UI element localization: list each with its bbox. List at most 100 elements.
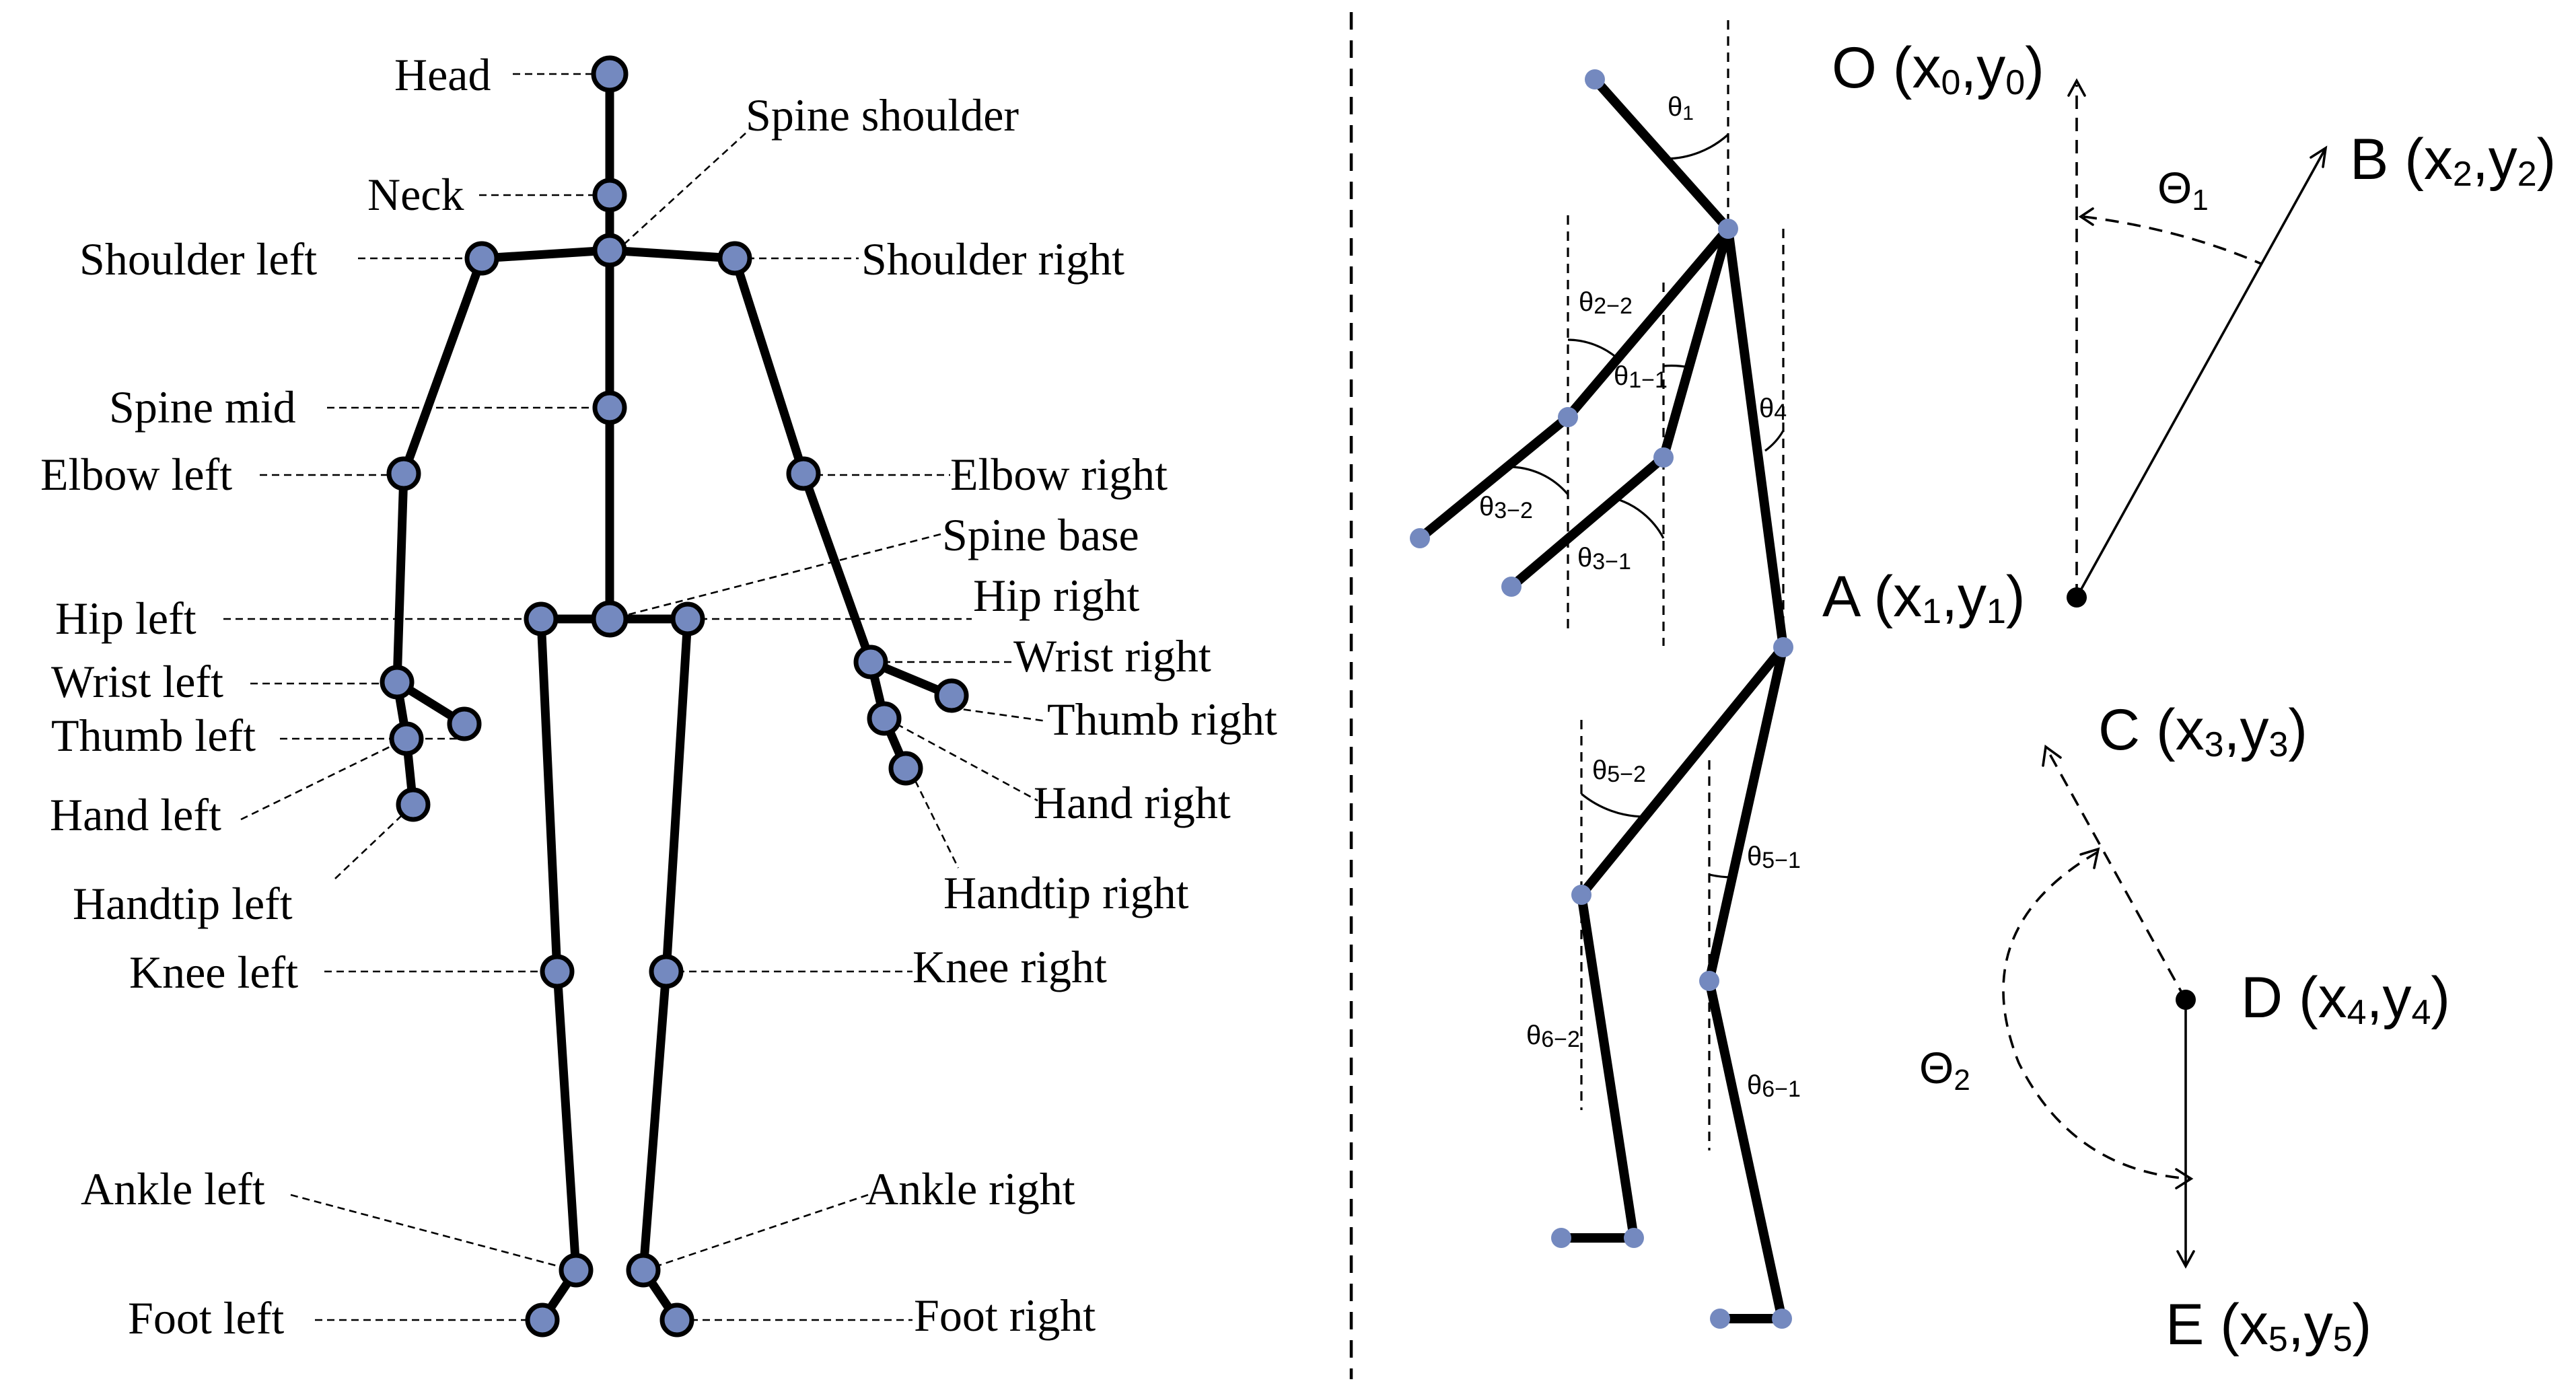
point-labels: O (x0,y0) B (x2,y2) A (x1,y1) C (x3,y3) … [1822,36,2556,1359]
side-skeleton-joints [1410,69,1793,1329]
side-bone-upperarm-front [1659,224,1733,462]
arrowhead-C [2042,744,2062,767]
point-D-dot [2176,990,2196,1010]
joint-elbow-right [786,456,821,491]
leader-lines [223,73,1048,1321]
bone-shoulder-right [605,246,740,263]
label-shoulder-right: Shoulder right [861,233,1124,285]
arrowhead-Theta2-end [2175,1168,2194,1189]
joint-wrist-left [380,665,415,700]
label-spine-shoulder: Spine shoulder [746,89,1019,141]
label-handtip-left: Handtip left [73,878,293,929]
side-bone-torso [1723,224,1788,652]
side-joint-ankle-front [1772,1309,1792,1329]
bone-shin-left [552,967,581,1275]
side-bone-upperarm-back [1563,224,1733,422]
label-ankle-right: Ankle right [865,1163,1075,1214]
label-neck: Neck [367,169,464,220]
side-bone-thigh-front [1705,643,1788,986]
vector-DC [2044,746,2187,1000]
joint-thumb-right [934,678,969,713]
label-theta2-2: θ2−2 [1579,287,1633,319]
joint-spine-shoulder [592,233,627,268]
arc-theta3-1 [1614,497,1665,539]
side-joint-ankle-back [1624,1228,1644,1248]
label-head: Head [394,49,491,100]
angle-definition-panel: θ1 θ2−2 θ1−1 θ4 θ3−2 θ3−1 θ5−2 θ5−1 θ6−2… [1410,20,2556,1359]
vector-diagrams [2002,78,2328,1269]
side-bone-thigh-back [1577,643,1788,900]
side-joint-toe-front [1710,1309,1730,1329]
side-bone-shin-back [1577,890,1639,1243]
label-theta1: θ1 [1668,92,1694,124]
side-joint-knee-back [1571,885,1591,905]
label-wrist-right: Wrist right [1013,630,1211,682]
joint-shoulder-left [464,241,499,276]
side-joint-knee-front [1699,971,1719,991]
arrowhead-E [2176,1250,2195,1269]
label-knee-left: Knee left [129,947,298,998]
arrowhead-Theta1 [2078,207,2094,226]
arc-theta4 [1764,430,1785,452]
arc-theta2-2 [1567,338,1619,360]
leader-spine-shoulder [621,133,746,247]
label-theta5-1: θ5−1 [1747,842,1801,873]
bone-thigh-left [536,614,562,976]
joint-elbow-left [386,456,421,491]
label-foot-right: Foot right [914,1290,1096,1341]
label-hand-left: Hand left [50,789,221,840]
angle-arcs [1507,133,1785,879]
joint-wrist-right [853,645,888,680]
label-Theta2: Θ2 [1919,1043,1970,1097]
arc-theta3-2 [1507,466,1569,496]
label-hip-left: Hip left [55,593,196,644]
label-elbow-right: Elbow right [950,449,1168,500]
label-spine-mid: Spine mid [109,381,296,433]
bone-thigh-right [661,614,692,976]
label-theta6-1: θ6−1 [1747,1070,1801,1102]
side-joint-elbow-back [1558,407,1578,427]
label-hand-right: Hand right [1034,777,1231,828]
arrowhead-Theta2-start [2079,847,2100,869]
label-foot-left: Foot left [128,1292,284,1344]
bone-forearm-right [799,469,875,667]
label-ankle-left: Ankle left [81,1163,265,1214]
arc-theta1 [1666,133,1729,160]
joint-foot-right [659,1303,694,1337]
leader-hand-right [896,723,1038,802]
vector-AB [2075,147,2327,598]
side-bone-shin-front [1705,976,1787,1323]
joint-knee-left [540,954,575,989]
bone-upperarm-right [730,254,808,478]
joint-head [591,55,629,93]
arc-Theta1 [2083,215,2262,265]
joint-spine-mid [592,390,627,425]
joint-handtip-left [396,787,431,822]
joint-thumb-left [447,706,482,741]
joint-foot-left [525,1303,560,1337]
point-A-dot [2067,587,2087,608]
bone-upperarm-left [399,254,487,478]
label-theta5-2: θ5−2 [1592,756,1646,787]
skeleton-joints [380,55,969,1337]
side-joint-hip [1773,637,1793,657]
side-joint-elbow-front [1653,447,1674,468]
arc-theta5-1 [1709,873,1733,879]
leader-hand-left [240,737,407,821]
joint-hip-left [524,601,559,636]
label-shoulder-left: Shoulder left [79,233,317,285]
label-theta1-1: θ1−1 [1614,361,1668,393]
bone-shoulder-left [477,246,614,263]
arc-theta1-1 [1663,364,1690,369]
skeleton-joint-panel: Head Neck Spine shoulder Shoulder left S… [40,49,1277,1344]
joint-hand-left [389,721,424,756]
joint-neck [592,178,627,213]
label-point-B: B (x2,y2) [2350,127,2556,194]
label-point-E: E (x5,y5) [2166,1292,2371,1359]
side-joint-hand-front [1501,577,1522,597]
side-bone-forearm-front [1507,453,1668,591]
label-thumb-left: Thumb left [51,710,256,761]
label-thumb-right: Thumb right [1047,694,1277,745]
